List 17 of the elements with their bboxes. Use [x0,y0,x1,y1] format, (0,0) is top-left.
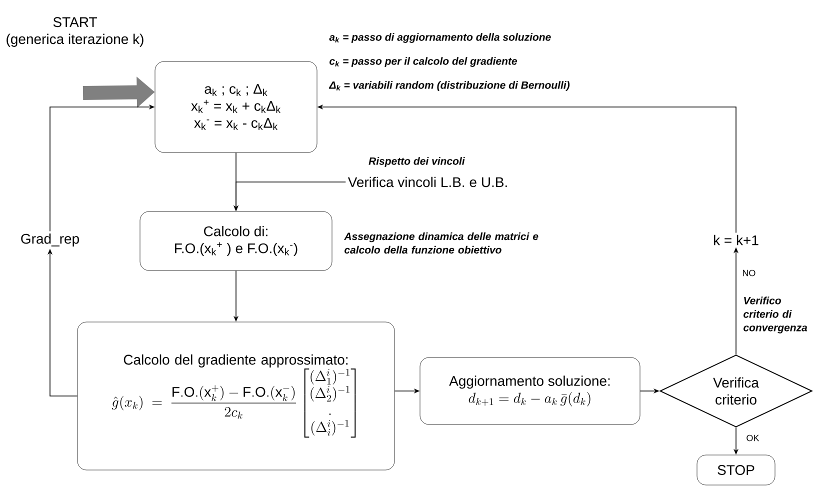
start-label: START (generica iterazione k) [6,17,144,47]
process-box: Calcolo di: F.O.(x$_{k}$$^{+}$ ) e F.O.(x$_{k}$$^{-}$) [140,211,332,271]
process-box: Aggiornamento soluzione: $d_{k+1} = d_{k} - a_{k}\,\bar{g}(d_{k})$ [420,357,640,425]
process-box: a$_{k}$ ; c$_{k}$ ; Δ$_{k}$ x$_{k}$$^{+}$ = x$_{k}$ + c$_{k}$Δ$_{k}$ x$_{k}$$^{-}$ = x$_{k}$ - c$_{k}$Δ$_{k}$ [154,61,318,153]
note-text: Verifico criterio di convergenza [744,296,808,334]
note-text: c$_{k}$ = passo per il calcolo del gradiente [330,57,517,67]
counter-text: k = k+1 [714,234,758,246]
loop-label: Grad_rep [21,233,79,247]
constraint-text: Verifica vincoli L.B. e U.B. [348,176,507,188]
stop-box: STOP [696,454,776,486]
edge-label: NO [741,268,757,278]
note-text: a$_{k}$ = passo di aggiornamento della soluzione [329,33,551,43]
process-box: Calcolo del gradiente approssimato: $\hat{g}(x_{k}) = \frac{\mathrm{F.O.}(\mathrm{x}_{k}^{+}) - \mathrm{F.O.}(\mathrm{x}_{k}^{-})}{2c_{k}}\begin{bmatrix}(\Delta^{i}_{1})^{-1}\\ (\Delta^{i}_{2})^{-1}\\ .\\ (\Delta^{i}_{i})^{-1}\end{bmatrix}$ [77,322,395,470]
note-text: Δ$_{k}$ = variabili random (distribuzione di Bernoulli) [328,81,570,91]
note-text: Rispetto dei vincoli [368,157,465,167]
note-text: Assegnazione dinamica delle matrici e calcolo della funzione obiettivo [344,232,538,254]
edge-label: OK [745,434,760,442]
